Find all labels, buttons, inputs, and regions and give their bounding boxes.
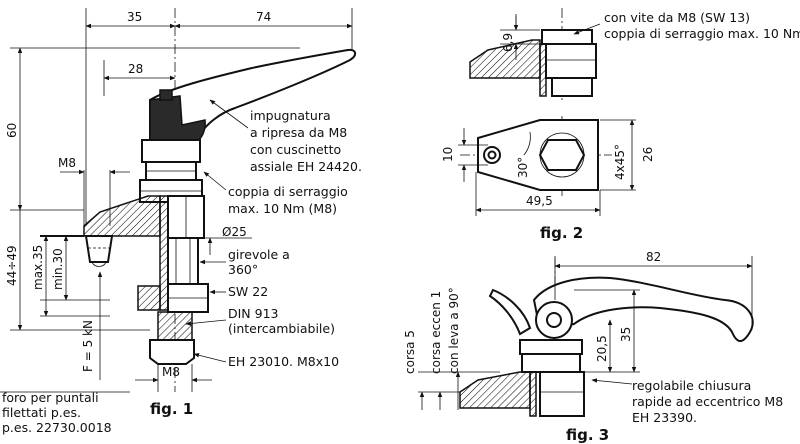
fig2-caption: fig. 2 — [540, 224, 583, 242]
fig2-plan-body — [477, 119, 599, 191]
fig2-dim-4x45: 4x45° — [613, 144, 627, 180]
fig3-drawing: 82 20,5 35 corsa 5 corsa eccen 1 con lev… — [403, 250, 787, 444]
fig1-clamp-arm — [83, 195, 161, 237]
fig1-collar-top — [141, 139, 201, 163]
fig2-dim-26: 26 — [641, 147, 655, 162]
fig1-stud-end — [149, 339, 195, 365]
fig3-dim-82: 82 — [646, 250, 661, 264]
fig1-caption: fig. 1 — [150, 400, 193, 418]
fig3-label-corsa-eccen: corsa eccen 1 — [429, 291, 443, 374]
fig1-handle-lever — [149, 48, 356, 140]
fig2-drawing: 6,9 con vite da M8 (SW 13) coppia di ser… — [441, 8, 800, 242]
fig1-shaft — [167, 237, 199, 287]
fig3-collar-2 — [521, 353, 581, 373]
fig1-note-sw22: SW 22 — [228, 284, 268, 299]
fig2-nut — [545, 43, 597, 79]
fig2-top-clamp — [469, 39, 541, 79]
fig1-note-torque: coppia di serraggio max. 10 Nm (M8) — [228, 184, 352, 216]
fig1-dim-35: 35 — [127, 10, 142, 24]
fig1-note-eh23010: EH 23010. M8x10 — [228, 354, 339, 369]
fig3-body-left — [529, 371, 537, 417]
fig2-dim-30deg: 30° — [516, 157, 530, 178]
fig2-dim-69: 6,9 — [501, 33, 515, 52]
fig3-note-cam: regolabile chiusura rapide ad eccentrico… — [632, 378, 787, 425]
fig1-note-swivel: girevole a 360° — [228, 247, 294, 277]
fig1-pressure-point — [84, 235, 114, 263]
fig1-note-handle: impugnatura a ripresa da M8 con cuscinet… — [250, 108, 362, 174]
fig1-dim-4449: 44÷49 — [5, 245, 19, 286]
fig3-caption: fig. 3 — [566, 426, 609, 444]
fig2-dim-10: 10 — [441, 147, 455, 162]
fig2-hex-head — [538, 139, 586, 171]
fig1-stud — [157, 311, 193, 341]
fig2-note-screw: con vite da M8 (SW 13) coppia di serragg… — [604, 10, 800, 41]
fig1-dim-d25: Ø25 — [222, 225, 247, 239]
fig1-handle-cap — [159, 89, 173, 101]
fig2-dim-495: 49,5 — [526, 194, 553, 208]
fig1-dim-max35: max.35 — [31, 245, 45, 290]
fig1-dim-min30: min.30 — [51, 248, 65, 290]
fig3-clamp-arm — [459, 371, 531, 409]
fig1-drawing: 35 74 28 60 M8 44÷49 max.35 min.30 F = — [0, 8, 362, 435]
fig3-dim-35: 35 — [619, 327, 633, 342]
fig3-label-leva: con leva a 90° — [447, 287, 461, 374]
fig1-dim-m8-bottom: M8 — [162, 365, 180, 379]
fig3-body — [539, 371, 585, 417]
fig1-note-din: DIN 913 (intercambiabile) — [228, 306, 335, 336]
fig3-label-corsa5: corsa 5 — [403, 330, 417, 374]
fig1-clamp-body — [159, 195, 169, 311]
fig1-dim-28: 28 — [128, 62, 143, 76]
fig3-lever-tab — [488, 288, 532, 336]
fig1-note-holes: foro per puntali filettati p.es. p.es. 2… — [2, 390, 112, 435]
fig1-base-left — [137, 285, 161, 311]
fig3-collar — [519, 339, 583, 355]
fig1-dim-74: 74 — [256, 10, 271, 24]
fig1-dim-60: 60 — [5, 123, 19, 138]
fig1-dim-f5kn: F = 5 kN — [81, 320, 95, 372]
fig2-screw-head — [541, 29, 593, 45]
fig3-cam-lever — [532, 276, 754, 342]
fig2-lower-body — [551, 77, 593, 97]
fig1-dim-m8-top: M8 — [58, 156, 76, 170]
fig3-cam-pin — [546, 312, 562, 328]
fig3-dim-205: 20,5 — [595, 335, 609, 362]
